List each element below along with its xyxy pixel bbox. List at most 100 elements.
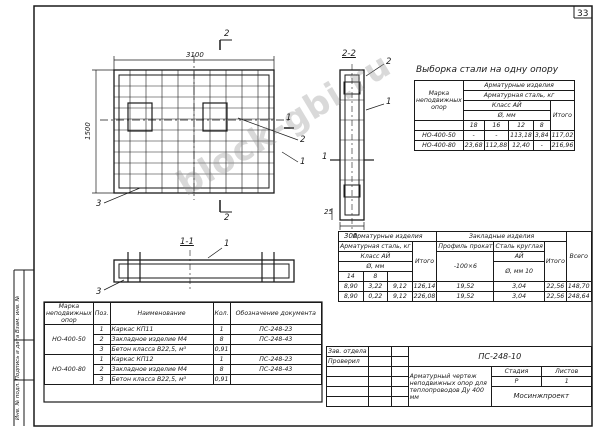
bom-mark: НО-400-80 [44, 354, 94, 385]
cut-label-side: 1 [286, 113, 292, 123]
tb-date [390, 386, 409, 397]
steel-cell: - [462, 130, 485, 141]
tb-date [390, 396, 409, 407]
spec-hdr-diam: Ø, мм [338, 261, 413, 272]
tb-role [326, 366, 369, 377]
spec-hdr-profile: Профиль прокат [436, 241, 495, 252]
section-title-1-1: 1-1 [180, 237, 194, 247]
tb-stage: Р [490, 376, 543, 387]
callout-2-2-mid: 1 [386, 97, 392, 107]
steel-hdr-diam: Ø, мм [462, 110, 551, 121]
tb-date [390, 376, 409, 387]
bom-qty: 0,91 [212, 344, 231, 355]
steel-row-mark: НО-400-80 [414, 140, 464, 151]
dim-25: 25 [324, 208, 333, 216]
steel-diam: 8 [532, 120, 551, 131]
spec-hdr-all: Всего [565, 231, 592, 282]
bom-qty: 1 [212, 354, 231, 365]
tb-sign [367, 366, 392, 377]
spec-cell: 0,22 [362, 291, 389, 302]
tb-sign [367, 376, 392, 387]
callout-1: 1 [300, 157, 306, 167]
bom-name: Каркас КП11 [109, 324, 214, 335]
spec-hdr-class2: АЙ [493, 251, 545, 262]
spec-cell: 226,08 [411, 291, 438, 302]
spec-hdr-bar: Сталь круглая [493, 241, 545, 252]
tb-role: Проверил [326, 356, 369, 367]
table-row: НО-400-50 1 Каркас КП11 1 ПС-248-23 [44, 324, 323, 355]
bom-name: Закладное изделие М4 [109, 334, 214, 345]
bom-pos: 2 [92, 364, 111, 375]
bom-table: Марка неподвижных опор Поз. Наименование… [44, 302, 323, 385]
tb-role [326, 396, 369, 407]
spec-cell: 3,22 [362, 281, 389, 292]
spec-d2: 8 [362, 271, 389, 282]
steel-hdr-mark: Марка неподвижных опор [414, 80, 464, 121]
bom-doc [229, 344, 323, 355]
tb-role [326, 376, 369, 387]
bom-mark: НО-400-50 [44, 324, 94, 355]
steel-hdr-reinf: Арматурные изделия [462, 80, 576, 91]
title-block: Зав. отдела ПС-248-10 Проверил Арматурны… [326, 346, 593, 407]
table-row: НО-400-80 23,68 112,88 12,40 - 216,96 [414, 140, 576, 151]
dim-width: 3100 [186, 51, 204, 59]
callout-1-1-a: 3 [96, 287, 102, 297]
cut-label-bottom: 2 [224, 213, 230, 223]
tb-sign [367, 396, 392, 407]
table-row: НО-400-80 1 Каркас КП12 1 ПС-248-23 [44, 354, 323, 385]
bom-doc [229, 374, 323, 385]
bom-doc: ПС-248-23 [229, 324, 323, 335]
table-row: 3 Бетон класса В22,5, м³ 0,91 [45, 374, 323, 385]
callout-2: 2 [300, 135, 306, 145]
bom-pos: 3 [92, 344, 111, 355]
bom-qty: 1 [212, 324, 231, 335]
spec-cell: 248,64 [565, 291, 592, 302]
steel-hdr-class: Класс АЙ [462, 100, 551, 111]
bom-hdr-pos: Поз. [92, 302, 111, 325]
spec-hdr-class: Класс АЙ [338, 251, 413, 262]
page-number: 33 [577, 9, 589, 19]
side-stamp: Инв. № подл. Подпись и дата Взам. инв. № [15, 295, 21, 420]
bom-name: Бетон класса В22,5, м³ [109, 344, 214, 355]
bom-pos: 3 [92, 374, 111, 385]
tb-sign [367, 346, 392, 357]
spec-cell: 19,52 [436, 281, 495, 292]
steel-cell: 113,18 [508, 130, 534, 141]
spec-table: Арматурные изделия Закладные изделия Все… [337, 231, 592, 302]
tb-org: Мосинжпроект [490, 386, 593, 407]
spec-hdr-total: Итого [411, 241, 438, 282]
section-title-2-2: 2-2 [342, 49, 356, 59]
tb-code: ПС-248-10 [407, 346, 593, 367]
steel-cell: 23,68 [462, 140, 485, 151]
bom-pos: 1 [92, 354, 111, 365]
bom-hdr-mark: Марка неподвижных опор [44, 302, 94, 325]
bom-name: Каркас КП12 [109, 354, 214, 365]
spec-cell: 8,90 [338, 291, 364, 302]
spec-hdr-prof: -100×6 [436, 251, 495, 282]
bom-hdr-name: Наименование [109, 302, 214, 325]
callout-2-2-top: 2 [386, 57, 392, 67]
bom-pos: 2 [92, 334, 111, 345]
spec-empty [387, 271, 413, 282]
steel-cell: 112,88 [483, 140, 510, 151]
bom-name: Закладное изделие М4 [109, 364, 214, 375]
steel-cell: - [532, 140, 551, 151]
spec-hdr-d10: Ø, мм 10 [493, 261, 545, 282]
tb-description: Арматурный чертеж неподвижных опор для т… [407, 366, 492, 407]
steel-cell-total: 117,02 [549, 130, 576, 141]
bom-pos: 1 [92, 324, 111, 335]
bom-doc: ПС-248-43 [229, 334, 323, 345]
spec-hdr-embed: Закладные изделия [436, 231, 567, 242]
spec-cell: 22,56 [543, 291, 567, 302]
spec-cell: 9,12 [387, 281, 413, 292]
spec-hdr-reinf: Арматурные изделия [337, 231, 438, 242]
cut-I-left: 1 [322, 152, 328, 162]
spec-cell: 3,04 [493, 291, 545, 302]
spec-hdr-total2: Итого [543, 241, 567, 282]
spec-d1: 14 [338, 271, 364, 282]
steel-table: Марка неподвижных опор Арматурные издели… [414, 80, 576, 151]
tb-date [390, 366, 409, 377]
steel-diam: 18 [462, 120, 485, 131]
bom-doc: ПС-248-43 [229, 364, 323, 375]
